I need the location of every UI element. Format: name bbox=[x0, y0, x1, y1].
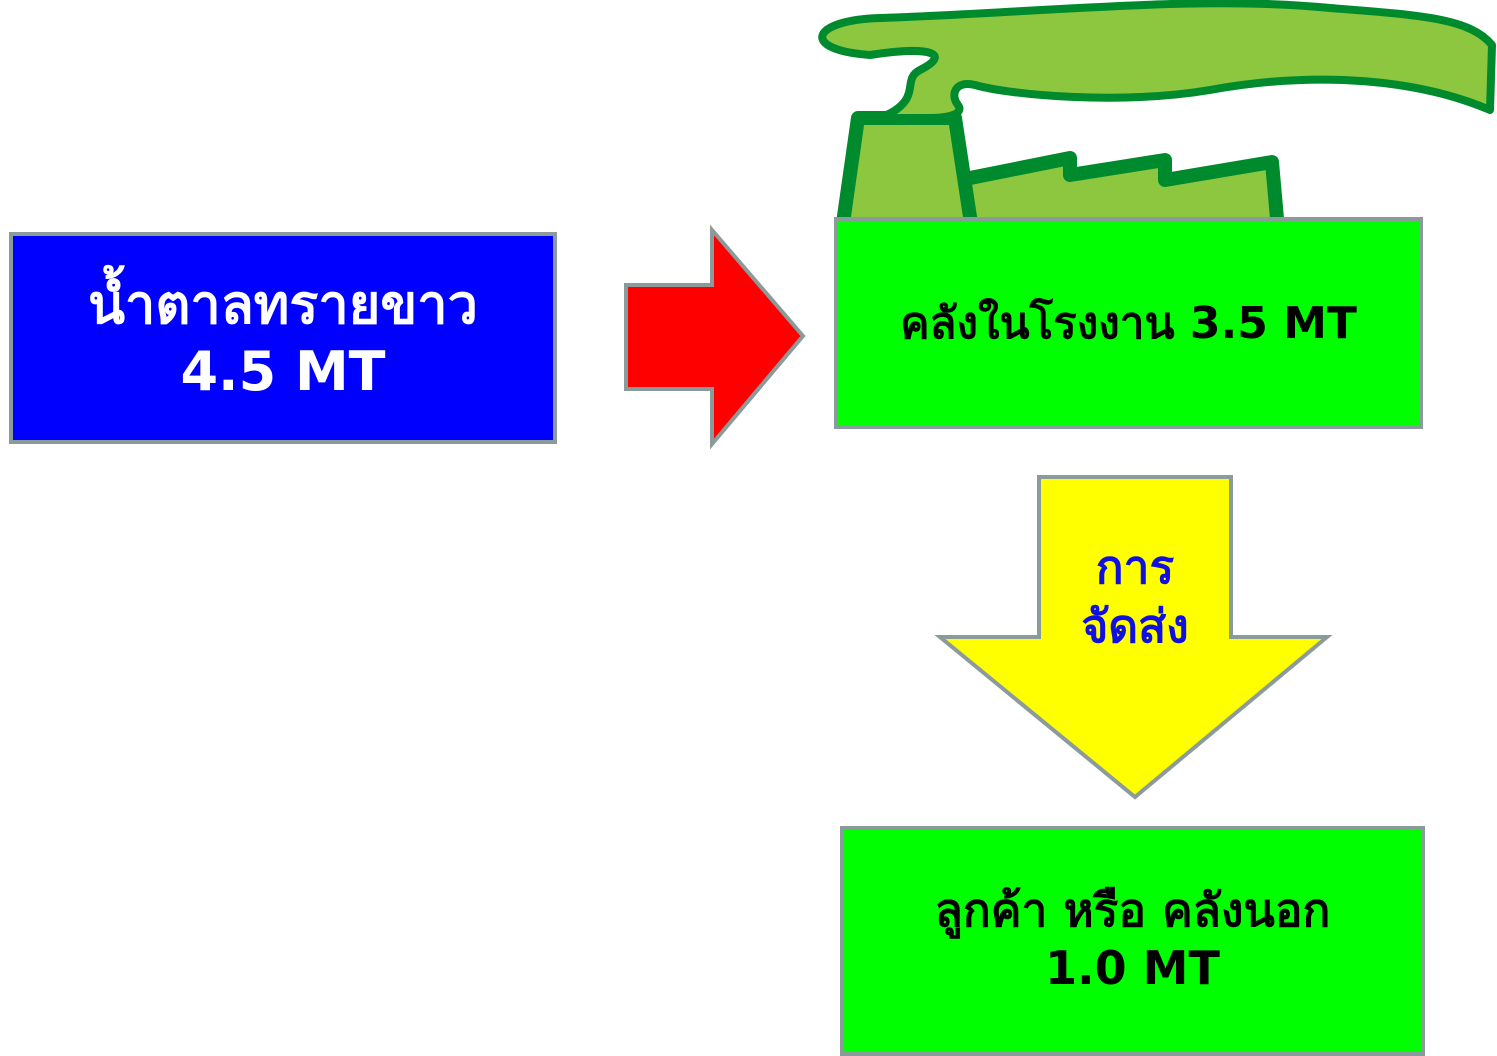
factory-smoke bbox=[818, 0, 1496, 122]
down-arrow bbox=[934, 475, 1333, 800]
source-quantity: 4.5 MT bbox=[180, 340, 386, 403]
delivery-label-line1: การ bbox=[1095, 540, 1175, 594]
customer-quantity: 1.0 MT bbox=[1045, 940, 1220, 995]
customer-label: ลูกค้า หรือ คลังนอก bbox=[934, 883, 1331, 937]
customer-box: ลูกค้า หรือ คลังนอก 1.0 MT bbox=[840, 826, 1425, 1056]
delivery-label: การ จัดส่ง bbox=[1040, 538, 1230, 656]
factory-icon bbox=[818, 0, 1496, 237]
delivery-label-line2: จัดส่ง bbox=[1081, 598, 1189, 653]
factory-warehouse-box: คลังในโรงงาน 3.5 MT bbox=[834, 217, 1423, 429]
source-box: น้ำตาลทรายขาว 4.5 MT bbox=[9, 232, 557, 444]
right-arrow bbox=[624, 224, 806, 450]
factory-warehouse-label: คลังในโรงงาน 3.5 MT bbox=[900, 297, 1357, 349]
source-label: น้ำตาลทรายขาว bbox=[88, 272, 478, 336]
